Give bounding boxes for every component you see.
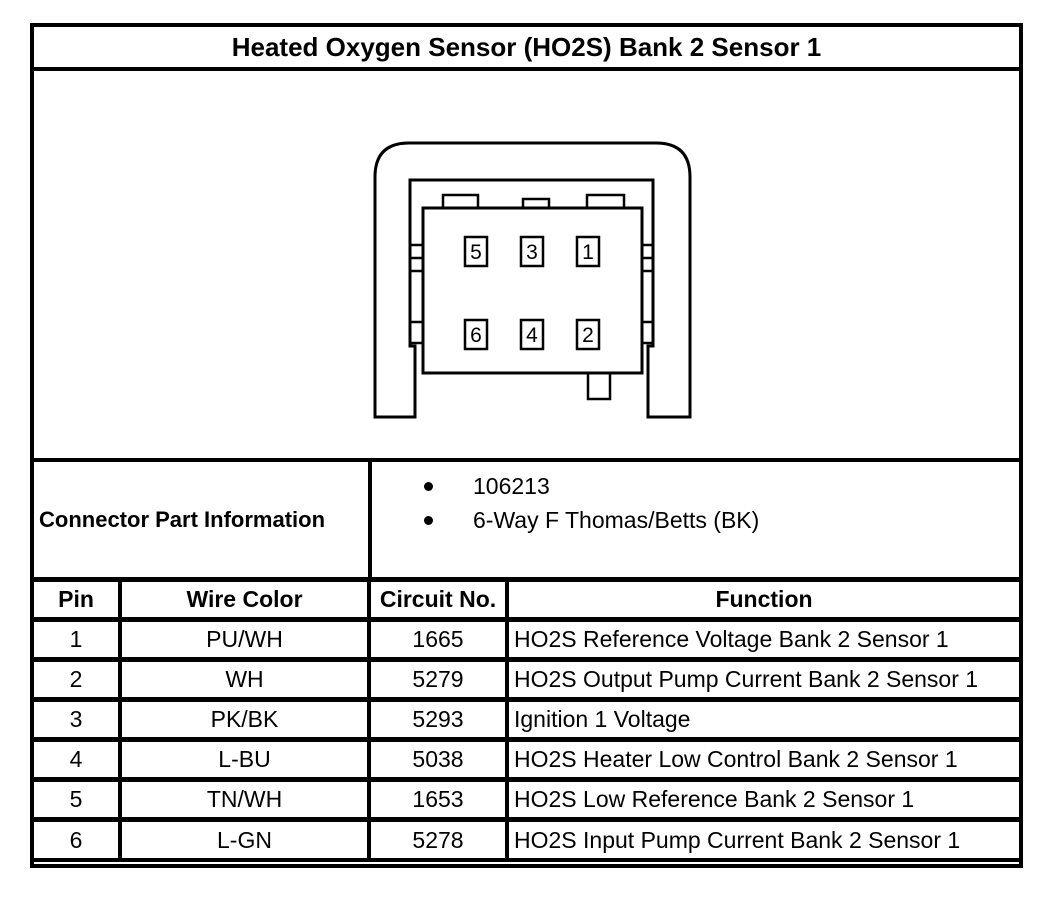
cell-pin: 5 — [34, 782, 122, 817]
cell-pin: 2 — [34, 662, 122, 697]
cell-function: Ignition 1 Voltage — [514, 706, 691, 732]
part-number: 106213 — [473, 472, 550, 499]
part-info-item: 106213 — [372, 469, 1019, 503]
page-title: Heated Oxygen Sensor (HO2S) Bank 2 Senso… — [34, 27, 1019, 71]
connector-diagram-area: 5 3 1 6 4 2 — [34, 71, 1019, 462]
index-tab-right — [585, 193, 626, 210]
pinout-table: Pin Wire Color Circuit No. Function 1 PU… — [34, 582, 1019, 862]
cell-pin: 1 — [34, 622, 122, 657]
table-row: 4 L-BU 5038 HO2S Heater Low Control Bank… — [34, 742, 1019, 782]
cell-wire-color: TN/WH — [122, 782, 371, 817]
cell-function: HO2S Reference Voltage Bank 2 Sensor 1 — [514, 626, 949, 652]
side-lock-notches — [410, 243, 653, 345]
table-row: 1 PU/WH 1665 HO2S Reference Voltage Bank… — [34, 622, 1019, 662]
pin-5-box — [463, 235, 489, 268]
bullet-icon — [424, 481, 433, 491]
cell-circuit-no: 5038 — [371, 742, 509, 777]
bottom-latch-tab — [586, 371, 612, 401]
pin-6-box — [463, 318, 489, 351]
cell-function: HO2S Low Reference Bank 2 Sensor 1 — [514, 786, 915, 812]
cell-pin: 4 — [34, 742, 122, 777]
cell-wire-color: L-GN — [122, 822, 371, 858]
pin-3-label: 3 — [526, 241, 538, 264]
cell-wire-color: WH — [122, 662, 371, 697]
table-row: 6 L-GN 5278 HO2S Input Pump Current Bank… — [34, 822, 1019, 862]
pin-6-label: 6 — [470, 324, 482, 347]
cell-circuit-no: 1653 — [371, 782, 509, 817]
cell-wire-color: PU/WH — [122, 622, 371, 657]
header-pin: Pin — [34, 582, 122, 617]
cell-pin: 3 — [34, 702, 122, 737]
table-row: 2 WH 5279 HO2S Output Pump Current Bank … — [34, 662, 1019, 702]
connector-part-info-row: Connector Part Information 106213 6-Way … — [34, 462, 1019, 582]
cell-wire-color: PK/BK — [122, 702, 371, 737]
cell-circuit-no: 5278 — [371, 822, 509, 858]
cell-circuit-no: 5293 — [371, 702, 509, 737]
bullet-icon — [424, 515, 433, 525]
pin-4-box — [519, 318, 545, 351]
header-wire-color: Wire Color — [122, 582, 371, 617]
table-header-row: Pin Wire Color Circuit No. Function — [34, 582, 1019, 622]
header-function: Function — [715, 586, 813, 612]
connector-info-sheet: Heated Oxygen Sensor (HO2S) Bank 2 Senso… — [30, 23, 1023, 868]
pin-2-box — [575, 318, 601, 351]
cell-pin: 6 — [34, 822, 122, 858]
pin-4-label: 4 — [526, 324, 538, 347]
pin-1-box — [575, 235, 601, 268]
connector-face-view: 5 3 1 6 4 2 — [373, 141, 692, 419]
cell-circuit-no: 1665 — [371, 622, 509, 657]
part-description: 6-Way F Thomas/Betts (BK) — [473, 506, 760, 533]
cell-function: HO2S Output Pump Current Bank 2 Sensor 1 — [514, 666, 979, 692]
pin-1-label: 1 — [582, 241, 594, 264]
part-info-values: 106213 6-Way F Thomas/Betts (BK) — [372, 462, 1019, 577]
table-row: 3 PK/BK 5293 Ignition 1 Voltage — [34, 702, 1019, 742]
cell-function: HO2S Input Pump Current Bank 2 Sensor 1 — [514, 826, 961, 853]
cell-wire-color: L-BU — [122, 742, 371, 777]
cell-circuit-no: 5279 — [371, 662, 509, 697]
part-info-item: 6-Way F Thomas/Betts (BK) — [372, 503, 1019, 537]
table-row: 5 TN/WH 1653 HO2S Low Reference Bank 2 S… — [34, 782, 1019, 822]
connector-housing — [421, 206, 644, 375]
cell-function: HO2S Heater Low Control Bank 2 Sensor 1 — [514, 746, 958, 772]
index-tab-left — [441, 193, 480, 210]
pin-3-box — [519, 235, 545, 268]
pin-2-label: 2 — [582, 324, 594, 347]
pin-5-label: 5 — [470, 241, 482, 264]
connector-outer-shell — [373, 141, 692, 419]
header-circuit-no: Circuit No. — [371, 582, 509, 617]
part-info-label: Connector Part Information — [34, 462, 372, 577]
